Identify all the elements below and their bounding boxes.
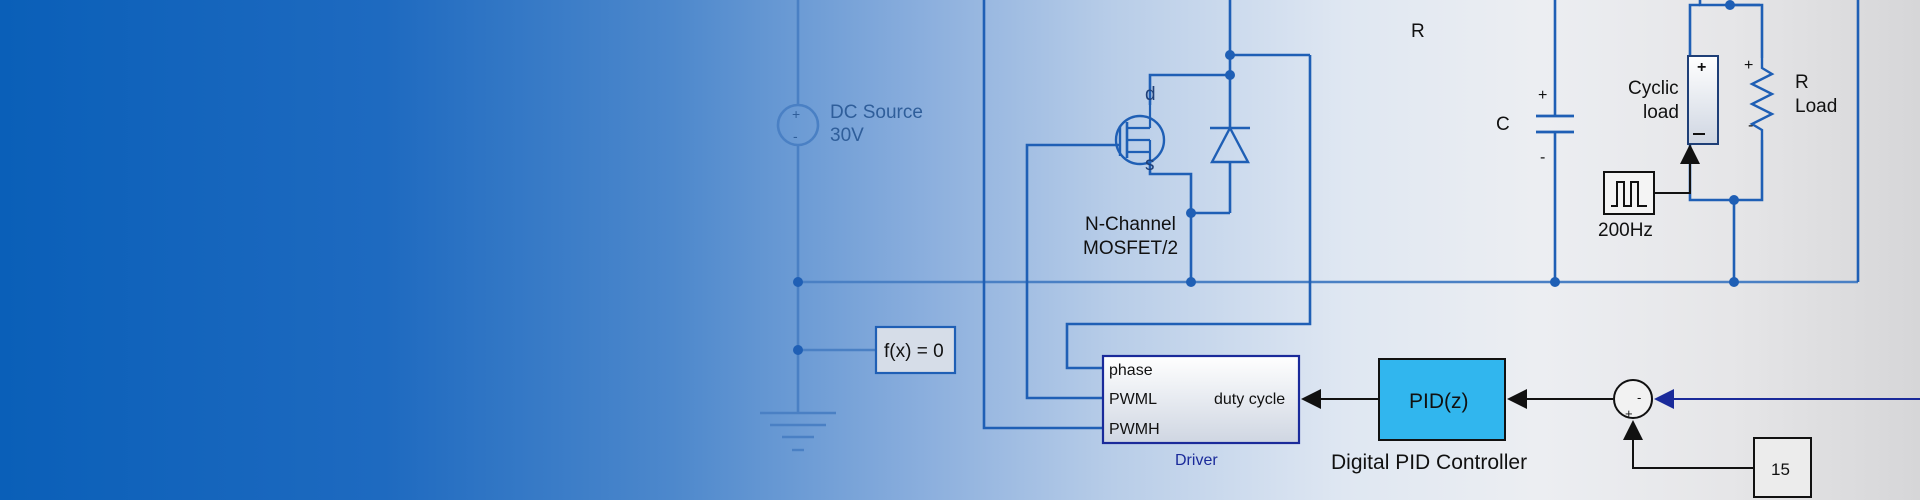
mosfet-name-label: N-Channel: [1085, 214, 1176, 235]
pid-caption: Digital PID Controller: [1331, 451, 1527, 474]
driver-block[interactable]: phase PWML PWMH duty cycle Driver: [1101, 354, 1301, 469]
pid-block: [1378, 358, 1506, 441]
mosfet-icon: [1114, 114, 1166, 166]
junction-dot: [1725, 0, 1735, 10]
cyclic-load-block: [1687, 55, 1719, 145]
sum-plus: +: [1625, 406, 1633, 421]
capacitor[interactable]: + - C: [1496, 87, 1574, 166]
cyclic-load-plus: +: [1697, 59, 1706, 76]
ground-icon: [760, 411, 836, 452]
dc-source-value: 30V: [830, 125, 864, 146]
dc-source-label: DC Source: [830, 102, 923, 123]
r-load-minus: -: [1748, 117, 1753, 134]
junction-dot: [1225, 70, 1235, 80]
r-load-plus: +: [1744, 57, 1753, 74]
cyclic-load[interactable]: + Cyclic load: [1628, 55, 1719, 145]
pwmh-wire: [982, 0, 1105, 430]
sum-block[interactable]: + -: [1613, 379, 1653, 421]
source-wire: [1148, 160, 1193, 282]
mosfet-source-label: s: [1145, 154, 1155, 175]
junction-dot: [793, 277, 803, 287]
resistor-label: R: [1411, 21, 1425, 42]
constant-block[interactable]: 15: [1753, 437, 1812, 498]
junction-dot: [793, 345, 803, 355]
sum-icon: [1613, 379, 1653, 419]
mosfet-drain-label: d: [1145, 84, 1156, 105]
r-load-label-1: R: [1795, 72, 1809, 93]
pid-controller[interactable]: PID(z) Digital PID Controller: [1331, 358, 1527, 474]
junction-dot: [1729, 195, 1739, 205]
cyclic-load-top-wire: [1688, 3, 1700, 56]
pulse-generator[interactable]: 200Hz: [1598, 144, 1700, 241]
pid-label: PID(z): [1409, 390, 1469, 413]
rload-top-wire: [1730, 3, 1764, 58]
junction-dot: [1186, 208, 1196, 218]
sum-minus: -: [1637, 390, 1641, 405]
solver-block[interactable]: f(x) = 0: [874, 325, 957, 375]
wiring: [793, 0, 1860, 430]
pulse-block: [1603, 171, 1655, 215]
cyclic-load-label-1: Cyclic: [1628, 78, 1679, 99]
resistor-icon: [1749, 58, 1775, 140]
dc-plus-sign: +: [792, 106, 800, 122]
driver-port-duty-cycle: duty cycle: [1214, 391, 1285, 408]
drain-wire: [1148, 73, 1230, 105]
dc-minus-sign: -: [793, 128, 798, 144]
pulse-icon: [1611, 181, 1647, 207]
junction-dot: [1225, 50, 1235, 60]
dc-source[interactable]: + - DC Source 30V: [776, 102, 923, 147]
constant-value: 15: [1771, 460, 1790, 479]
driver-title: Driver: [1175, 452, 1218, 469]
driver-port-phase: phase: [1109, 362, 1153, 379]
capacitor-label: C: [1496, 114, 1510, 135]
cyclic-load-label-2: load: [1643, 102, 1679, 123]
capacitor-minus: -: [1540, 149, 1545, 166]
phase-wire: [1065, 55, 1312, 370]
r-load[interactable]: + - R Load: [1744, 57, 1837, 140]
driver-port-pwmh: PWMH: [1109, 421, 1160, 438]
diode-icon[interactable]: [1210, 125, 1250, 164]
pwml-wire: [1025, 143, 1120, 400]
junction-dot: [1550, 277, 1560, 287]
mosfet-model-label: MOSFET/2: [1083, 238, 1178, 259]
solver-label: f(x) = 0: [884, 341, 944, 362]
pulse-label: 200Hz: [1598, 220, 1653, 241]
junction-dot: [1186, 277, 1196, 287]
constant-to-sum-arrow: [1623, 420, 1754, 469]
load-bottom-wire: [1688, 140, 1764, 202]
capacitor-plus: +: [1538, 87, 1547, 104]
junction-dot: [1729, 277, 1739, 287]
dc-source-icon: [776, 103, 820, 147]
mosfet[interactable]: d s N-Channel MOSFET/2: [1083, 84, 1178, 259]
r-load-label-2: Load: [1795, 96, 1837, 117]
driver-port-pwml: PWML: [1109, 391, 1157, 408]
